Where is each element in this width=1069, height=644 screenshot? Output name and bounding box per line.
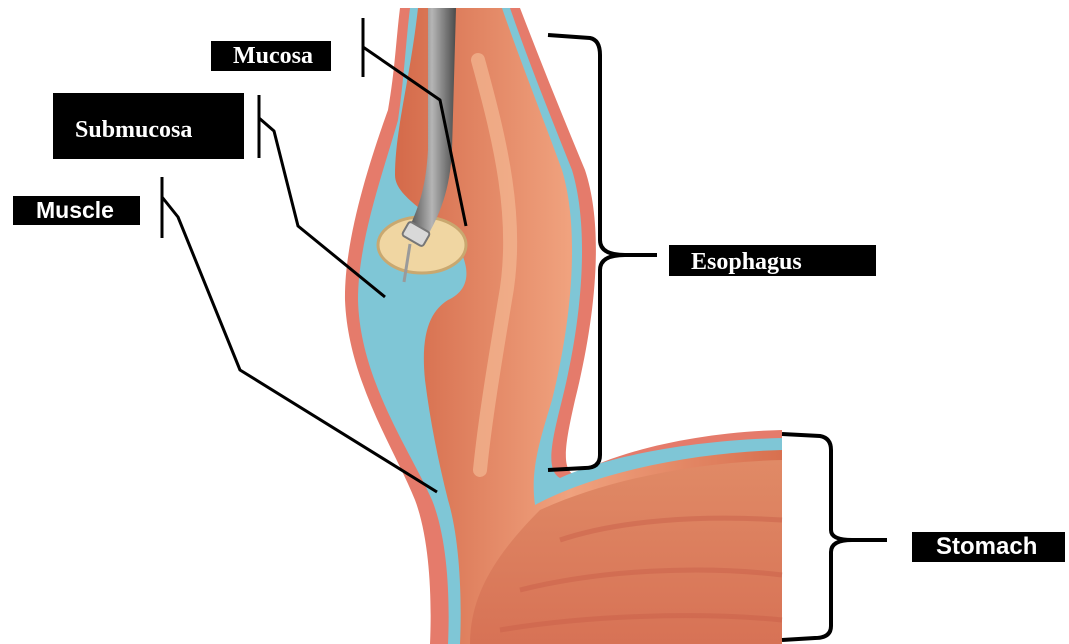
stomach-label: Stomach	[912, 532, 1065, 562]
esophagus-label: Esophagus	[669, 245, 876, 276]
stomach-bracket	[782, 434, 887, 640]
muscle-label: Muscle	[13, 196, 140, 225]
submucosa-label: Submucosa	[53, 93, 244, 159]
mucosa-label: Mucosa	[211, 41, 331, 71]
